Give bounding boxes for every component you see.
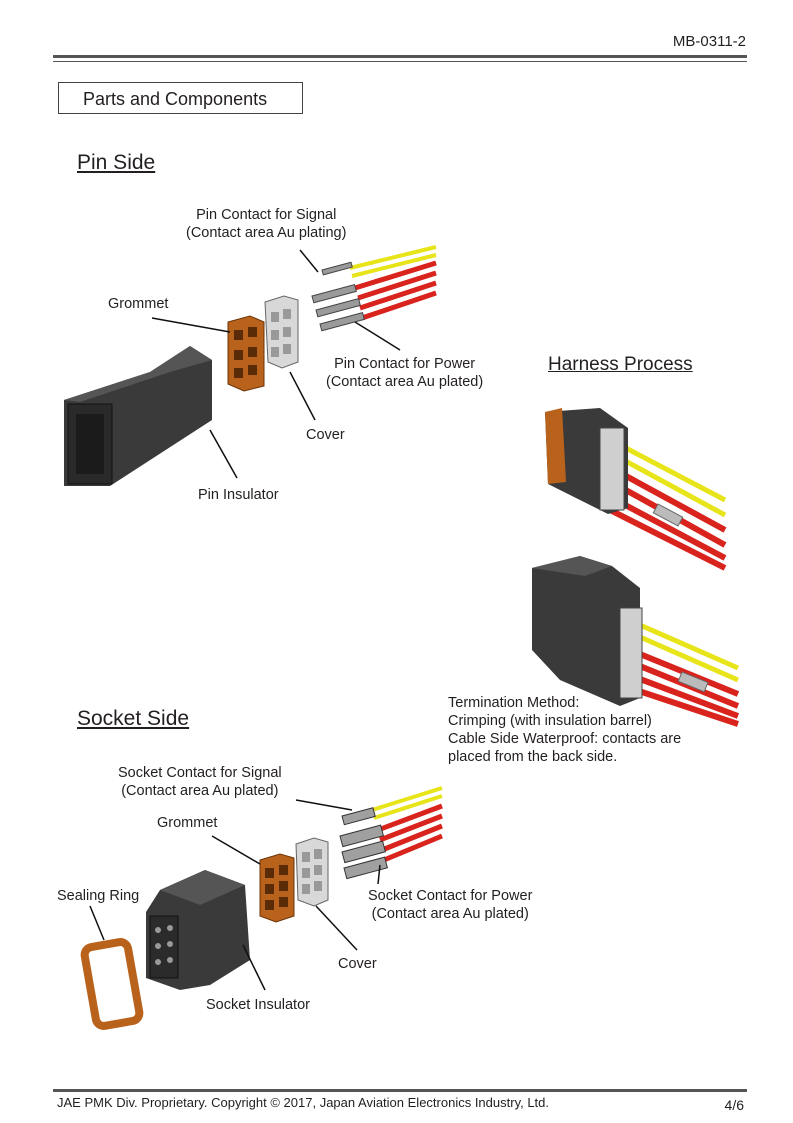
harness-bottom bbox=[532, 556, 740, 727]
sealing-ring-label: Sealing Ring bbox=[57, 888, 140, 904]
document-id: MB-0311-2 bbox=[672, 33, 746, 50]
socket-wires bbox=[371, 786, 443, 863]
termination-line: Cable Side Waterproof: contacts are bbox=[448, 731, 682, 747]
termination-line: placed from the back side. bbox=[448, 749, 618, 765]
pin-insulator-housing bbox=[64, 346, 212, 486]
pin-insulator-label: Pin Insulator bbox=[198, 487, 279, 503]
sealing-ring bbox=[80, 938, 144, 1030]
header-rule-thick bbox=[53, 55, 747, 58]
socket-contacts bbox=[339, 807, 389, 880]
socket-side-heading: Socket Side bbox=[77, 707, 190, 730]
socket-insulator-housing bbox=[146, 870, 250, 990]
termination-line: Crimping (with insulation barrel) bbox=[448, 713, 652, 729]
parts-title: Parts and Components bbox=[83, 89, 268, 109]
pin-grommet bbox=[227, 315, 265, 392]
pin-wires bbox=[349, 245, 437, 321]
pin-side-heading: Pin Side bbox=[77, 151, 156, 174]
label-line: (Contact area Au plating) bbox=[186, 225, 347, 241]
label-line: Socket Contact for Power bbox=[368, 888, 533, 904]
socket-cover-label: Cover bbox=[338, 956, 377, 972]
pin-leader-lines bbox=[151, 249, 401, 479]
pin-signal-contact-label: Pin Contact for Signal (Contact area Au … bbox=[186, 206, 346, 242]
socket-signal-contact-label: Socket Contact for Signal (Contact area … bbox=[118, 764, 282, 800]
socket-insulator-label: Socket Insulator bbox=[206, 997, 310, 1013]
footer-copyright: JAE PMK Div. Proprietary. Copyright © 20… bbox=[57, 1095, 550, 1110]
label-line: (Contact area Au plated) bbox=[371, 906, 529, 922]
label-line: Pin Contact for Signal bbox=[196, 207, 337, 223]
page-number: 4/6 bbox=[724, 1097, 744, 1113]
footer-rule bbox=[53, 1089, 747, 1092]
termination-method-text: Termination Method: Crimping (with insul… bbox=[448, 694, 681, 766]
pin-grommet-label: Grommet bbox=[108, 296, 169, 312]
pin-cover bbox=[264, 295, 299, 369]
pin-cover-label: Cover bbox=[306, 427, 345, 443]
socket-grommet-label: Grommet bbox=[157, 815, 218, 831]
harness-process-heading: Harness Process bbox=[548, 354, 693, 375]
socket-cover bbox=[295, 837, 329, 907]
termination-line: Termination Method: bbox=[448, 695, 580, 711]
socket-power-contact-label: Socket Contact for Power (Contact area A… bbox=[368, 887, 532, 923]
harness-top bbox=[545, 408, 727, 571]
parts-title-box: Parts and Components bbox=[58, 82, 303, 114]
label-line: Pin Contact for Power bbox=[334, 356, 476, 372]
pin-contacts bbox=[311, 261, 365, 332]
label-line: (Contact area Au plated) bbox=[326, 374, 484, 390]
label-line: Socket Contact for Signal bbox=[118, 765, 282, 781]
pin-power-contact-label: Pin Contact for Power (Contact area Au p… bbox=[326, 355, 483, 391]
header-rule-thin bbox=[53, 61, 747, 62]
label-line: (Contact area Au plated) bbox=[121, 783, 279, 799]
socket-leader-lines bbox=[89, 799, 381, 991]
socket-grommet bbox=[259, 853, 295, 923]
